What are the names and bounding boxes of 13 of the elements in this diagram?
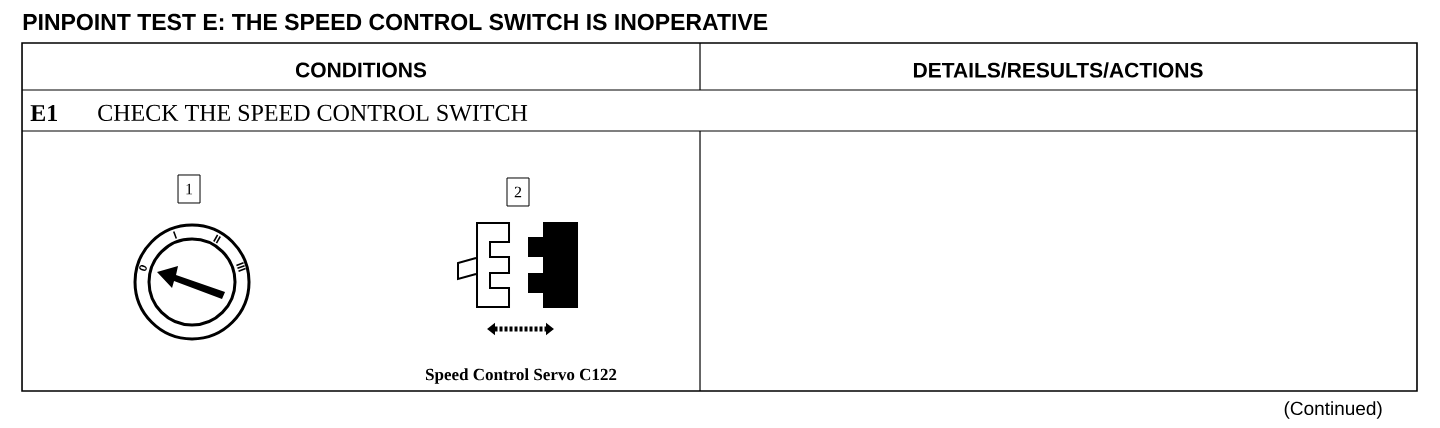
dial-marking: I [173,231,178,239]
column-header: CONDITIONS [295,62,427,78]
dial-marking: II [213,234,221,244]
column-header: DETAILS/RESULTS/ACTIONS [913,62,1203,78]
dial-marking: 0 [139,265,147,271]
part-caption: Speed Control Servo C122 [426,368,617,384]
callout-number: 1 [177,174,201,204]
step-number: E1 [30,105,57,121]
step-heading: CHECK THE SPEED CONTROL SWITCH [98,104,528,122]
continued-note: (Continued) [1284,401,1382,419]
title: PINPOINT TEST E: THE SPEED CONTROL SWITCH IS INOPERATIVE [23,13,768,31]
callout-number: 2 [506,177,530,207]
dial-marking: III [236,262,246,272]
